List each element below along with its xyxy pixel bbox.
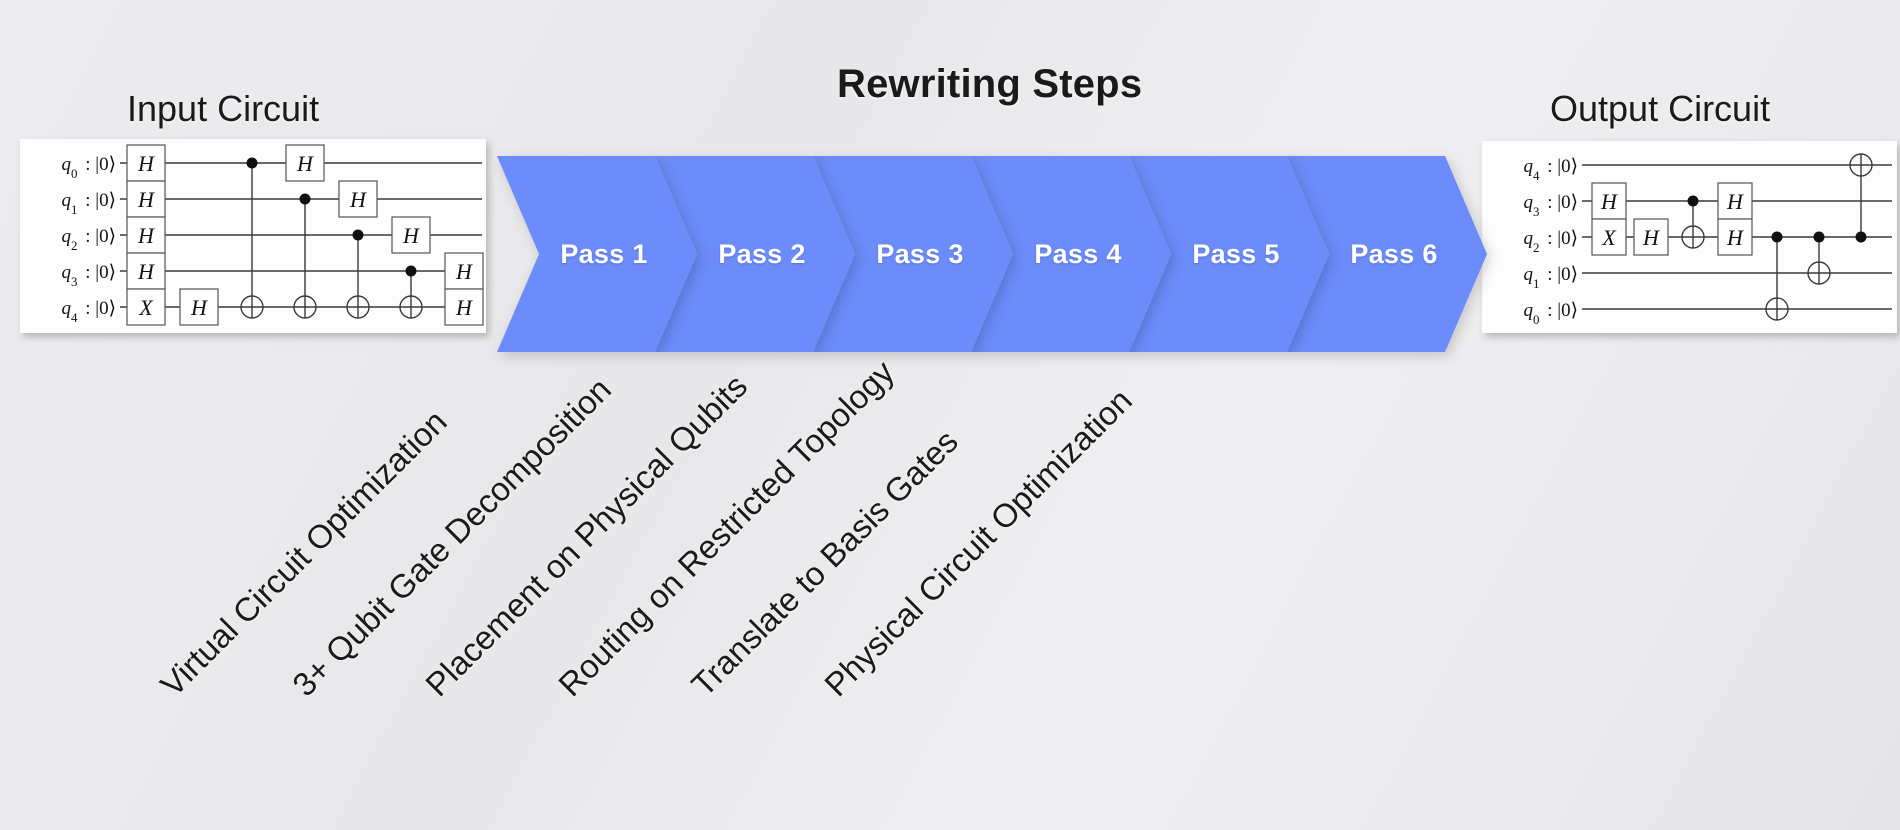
- cnot-gate: [399, 265, 423, 319]
- svg-text:H: H: [137, 259, 155, 284]
- cnot-gate: [1681, 195, 1705, 249]
- cnot-gate: [1849, 153, 1873, 243]
- page-title: Rewriting Steps: [837, 62, 1143, 106]
- svg-text:q3 : |0⟩: q3 : |0⟩: [1524, 192, 1578, 219]
- cnot-control-dot: [1771, 231, 1783, 243]
- h-gate: H: [126, 180, 166, 218]
- h-gate: H: [126, 252, 166, 290]
- svg-text:H: H: [137, 151, 155, 176]
- svg-text:H: H: [1642, 225, 1660, 250]
- svg-text:q2 : |0⟩: q2 : |0⟩: [62, 226, 116, 253]
- svg-text:q4 : |0⟩: q4 : |0⟩: [1524, 156, 1578, 183]
- h-gate: H: [179, 288, 219, 326]
- input-circuit-diagram: q0 : |0⟩ q1 : |0⟩ q2 : |0⟩ q3 : |0⟩ q4 : |0⟩…: [20, 139, 486, 333]
- qubit-label-q3: q3 : |0⟩: [62, 262, 116, 289]
- svg-text:q0 : |0⟩: q0 : |0⟩: [1524, 300, 1578, 327]
- output-circuit-svg: q4 : |0⟩ q3 : |0⟩ q2 : |0⟩ q1 : |0⟩ q0 : |0⟩…: [1524, 153, 1892, 327]
- h-gate: H: [444, 252, 484, 290]
- h-gate: H: [1717, 182, 1753, 220]
- h-gate: H: [338, 180, 378, 218]
- qubit-label-q1: q1 : |0⟩: [1524, 264, 1578, 291]
- svg-text:q0 : |0⟩: q0 : |0⟩: [62, 154, 116, 181]
- cnot-gate: [346, 229, 370, 319]
- svg-text:q1 : |0⟩: q1 : |0⟩: [1524, 264, 1578, 291]
- svg-text:H: H: [296, 151, 314, 176]
- cnot-control-dot: [1687, 195, 1699, 207]
- h-gate: H: [126, 144, 166, 182]
- input-circuit-svg: q0 : |0⟩ q1 : |0⟩ q2 : |0⟩ q3 : |0⟩ q4 : |0⟩…: [62, 144, 484, 326]
- svg-text:q4 : |0⟩: q4 : |0⟩: [62, 298, 116, 325]
- h-gate: H: [391, 216, 431, 254]
- cnot-gate: [1807, 231, 1831, 285]
- cnot-gate: [240, 157, 264, 319]
- svg-text:H: H: [137, 223, 155, 248]
- qubit-label-q1: q1 : |0⟩: [62, 190, 116, 217]
- cnot-control-dot: [352, 229, 364, 241]
- qubit-label-q2: q2 : |0⟩: [1524, 228, 1578, 255]
- svg-text:q2 : |0⟩: q2 : |0⟩: [1524, 228, 1578, 255]
- cnot-control-dot: [1813, 231, 1825, 243]
- qubit-label-q0: q0 : |0⟩: [62, 154, 116, 181]
- qubit-label-q0: q0 : |0⟩: [1524, 300, 1578, 327]
- svg-text:H: H: [402, 223, 420, 248]
- qubit-label-q4: q4 : |0⟩: [1524, 156, 1578, 183]
- h-gate: H: [444, 288, 484, 326]
- cnot-gate: [293, 193, 317, 319]
- cnot-control-dot: [299, 193, 311, 205]
- svg-text:H: H: [1726, 189, 1744, 214]
- svg-text:H: H: [455, 295, 473, 320]
- chevron-arrow-icon: [497, 156, 697, 352]
- output-circuit-title: Output Circuit: [1550, 88, 1771, 129]
- svg-text:H: H: [349, 187, 367, 212]
- svg-text:q3 : |0⟩: q3 : |0⟩: [62, 262, 116, 289]
- svg-text:X: X: [138, 295, 154, 320]
- h-gate: H: [285, 144, 325, 182]
- cnot-control-dot: [1855, 231, 1867, 243]
- qubit-label-q3: q3 : |0⟩: [1524, 192, 1578, 219]
- svg-text:q1 : |0⟩: q1 : |0⟩: [62, 190, 116, 217]
- svg-text:H: H: [455, 259, 473, 284]
- cnot-control-dot: [246, 157, 258, 169]
- h-gate: H: [1633, 218, 1669, 256]
- svg-text:H: H: [137, 187, 155, 212]
- x-gate: X: [1591, 218, 1627, 256]
- pass-description-5: Translate to Basis Gates: [684, 422, 965, 704]
- x-gate: X: [126, 288, 166, 326]
- svg-text:X: X: [1601, 225, 1617, 250]
- h-gate: H: [1591, 182, 1627, 220]
- input-circuit-title: Input Circuit: [127, 88, 320, 129]
- h-gate: H: [1717, 218, 1753, 256]
- cnot-gate: [1765, 231, 1789, 321]
- output-circuit-diagram: q4 : |0⟩ q3 : |0⟩ q2 : |0⟩ q1 : |0⟩ q0 : |0⟩…: [1482, 141, 1897, 333]
- svg-text:H: H: [1726, 225, 1744, 250]
- svg-text:H: H: [1600, 189, 1618, 214]
- qubit-label-q2: q2 : |0⟩: [62, 226, 116, 253]
- pipeline-step-1[interactable]: Pass 1: [497, 156, 697, 352]
- h-gate: H: [126, 216, 166, 254]
- cnot-control-dot: [405, 265, 417, 277]
- svg-text:H: H: [190, 295, 208, 320]
- qubit-label-q4: q4 : |0⟩: [62, 298, 116, 325]
